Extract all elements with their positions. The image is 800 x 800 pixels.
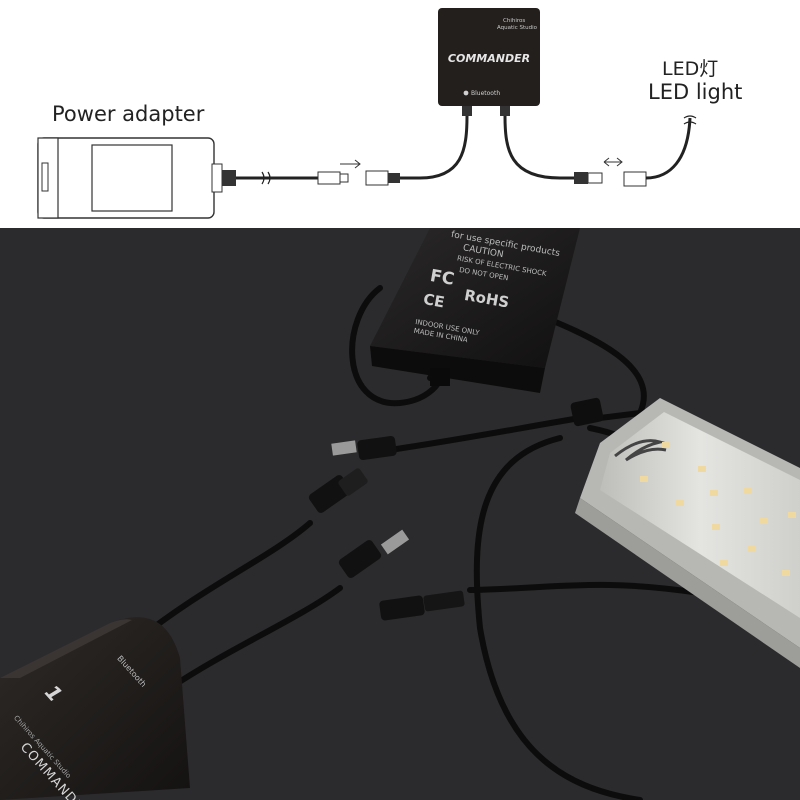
- adapter-cable: [236, 159, 400, 186]
- controller-bluetooth-label: Bluetooth: [471, 90, 500, 97]
- power-adapter-drawing: [37, 137, 236, 219]
- controller-maker-line1: Chihiros: [503, 18, 525, 24]
- photo-drawing: [0, 228, 800, 800]
- controller-maker-line2: Aquatic Studio: [497, 25, 538, 31]
- power-adapter-label: Power adapter: [52, 102, 205, 126]
- connection-diagram: Chihiros Aquatic Studio COMMANDER Blueto…: [0, 0, 800, 228]
- photo-led-light: [575, 398, 800, 668]
- adapter-mark-ce: CE: [421, 290, 446, 312]
- diagram-drawing: Chihiros Aquatic Studio COMMANDER Blueto…: [37, 8, 697, 219]
- adapter-mark-fc: FC: [428, 266, 456, 290]
- controller-brand: COMMANDER: [448, 52, 530, 65]
- controller-drawing: Chihiros Aquatic Studio COMMANDER Blueto…: [438, 8, 540, 116]
- bluetooth-icon: [463, 90, 469, 96]
- led-label-chinese: LED灯: [662, 58, 719, 80]
- led-label-english: LED light: [648, 80, 743, 104]
- photo-controller: [0, 617, 190, 800]
- photo-power-adapter: [370, 228, 580, 393]
- controller-cables: [400, 115, 697, 187]
- product-photo: for use specific products CAUTION RISK O…: [0, 228, 800, 800]
- photo-connectors: [308, 397, 604, 621]
